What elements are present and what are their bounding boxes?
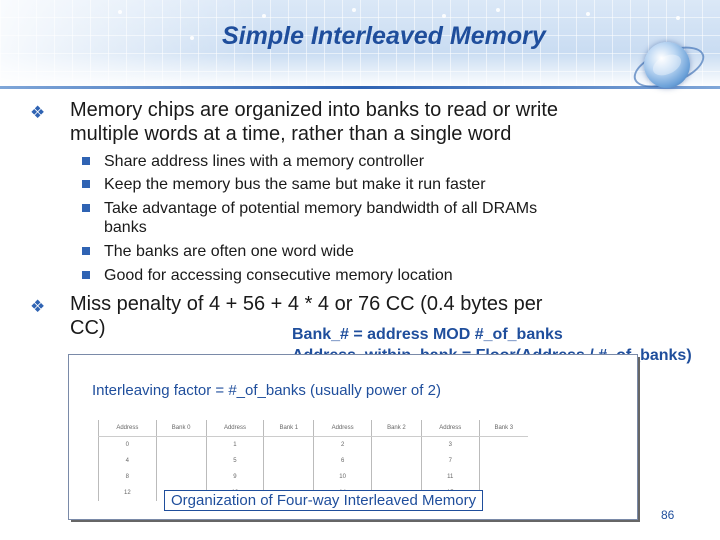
globe-icon bbox=[644, 42, 690, 88]
table-cell: 12 bbox=[98, 485, 157, 501]
table-cell: 7 bbox=[420, 453, 480, 469]
table-cell: 3 bbox=[420, 436, 480, 453]
header-fade bbox=[0, 0, 260, 88]
header-band bbox=[0, 0, 720, 88]
table-cell: 0 bbox=[98, 436, 157, 453]
main-bullet-1-line-1: Memory chips are organized into banks to… bbox=[70, 99, 559, 121]
table-cell bbox=[478, 469, 528, 485]
table-cell: 10 bbox=[313, 469, 372, 485]
sparkle-dot bbox=[586, 12, 590, 16]
table-row: 0 1 2 3 bbox=[98, 436, 528, 453]
sub-bullet-text: Share address lines with a memory contro… bbox=[104, 153, 425, 170]
sub-bullet-text: banks bbox=[104, 219, 147, 236]
table-header: Bank 2 bbox=[370, 420, 422, 437]
table-cell bbox=[478, 453, 528, 469]
page-number: 86 bbox=[661, 508, 675, 522]
table-row: 4 5 6 7 bbox=[98, 453, 528, 469]
sparkle-dot bbox=[118, 10, 122, 14]
square-bullet-icon bbox=[82, 204, 90, 212]
table-cell bbox=[370, 436, 422, 453]
table-cell bbox=[263, 436, 314, 453]
sub-bullet-text: Good for accessing consecutive memory lo… bbox=[104, 267, 453, 284]
title-divider bbox=[0, 86, 720, 89]
table-cell: 8 bbox=[98, 469, 157, 485]
table-header: Bank 0 bbox=[155, 420, 207, 437]
square-bullet-icon bbox=[82, 180, 90, 188]
interleaved-memory-figure: Interleaving factor = #_of_banks (usuall… bbox=[68, 354, 640, 522]
sub-bullet-text: Take advantage of potential memory bandw… bbox=[104, 200, 538, 217]
table-cell bbox=[370, 453, 422, 469]
table-cell bbox=[478, 436, 528, 453]
table-row: 8 9 10 11 bbox=[98, 469, 528, 485]
sparkle-dot bbox=[676, 16, 680, 20]
bank-table: Address Bank 0 Address Bank 1 Address Ba… bbox=[98, 420, 528, 501]
sub-bullet-text: Keep the memory bus the same but make it… bbox=[104, 176, 486, 193]
table-header-row: Address Bank 0 Address Bank 1 Address Ba… bbox=[98, 420, 528, 437]
table-cell: 4 bbox=[98, 453, 157, 469]
sparkle-dot bbox=[442, 14, 446, 18]
table-header: Address bbox=[98, 420, 157, 437]
sub-bullet-text: The banks are often one word wide bbox=[104, 243, 354, 260]
sparkle-dot bbox=[190, 36, 194, 40]
sparkle-dot bbox=[496, 8, 500, 12]
square-bullet-icon bbox=[82, 271, 90, 279]
square-bullet-icon bbox=[82, 157, 90, 165]
sparkle-dot bbox=[352, 8, 356, 12]
main-bullet-1-line-2: multiple words at a time, rather than a … bbox=[70, 123, 512, 145]
main-bullet-2-line-1: Miss penalty of 4 + 56 + 4 * 4 or 76 CC … bbox=[70, 293, 543, 315]
diamond-bullet-icon: ❖ bbox=[30, 103, 46, 122]
slide-title: Simple Interleaved Memory bbox=[222, 22, 546, 50]
sparkle-dot bbox=[262, 14, 266, 18]
table-cell: 11 bbox=[420, 469, 480, 485]
table-cell bbox=[370, 469, 422, 485]
table-header: Bank 1 bbox=[263, 420, 314, 437]
table-header: Address bbox=[205, 420, 264, 437]
bank-formula: Bank_# = address MOD #_of_banks bbox=[292, 326, 563, 343]
square-bullet-icon bbox=[82, 247, 90, 255]
table-cell: 1 bbox=[205, 436, 264, 453]
table-cell: 5 bbox=[205, 453, 264, 469]
table-cell: 9 bbox=[205, 469, 264, 485]
table-header: Address bbox=[420, 420, 480, 437]
table-cell bbox=[155, 469, 207, 485]
table-cell bbox=[478, 485, 528, 501]
table-cell bbox=[155, 436, 207, 453]
table-header: Bank 3 bbox=[478, 420, 528, 437]
interleaving-factor-caption: Interleaving factor = #_of_banks (usuall… bbox=[92, 382, 441, 399]
table-cell bbox=[263, 469, 314, 485]
diamond-bullet-icon: ❖ bbox=[30, 297, 46, 316]
table-cell bbox=[263, 453, 314, 469]
table-cell: 2 bbox=[313, 436, 372, 453]
table-cell: 6 bbox=[313, 453, 372, 469]
table-cell bbox=[155, 453, 207, 469]
figure-caption: Organization of Four-way Interleaved Mem… bbox=[164, 490, 484, 511]
table-header: Address bbox=[313, 420, 372, 437]
main-bullet-2-line-2: CC) bbox=[70, 317, 106, 339]
